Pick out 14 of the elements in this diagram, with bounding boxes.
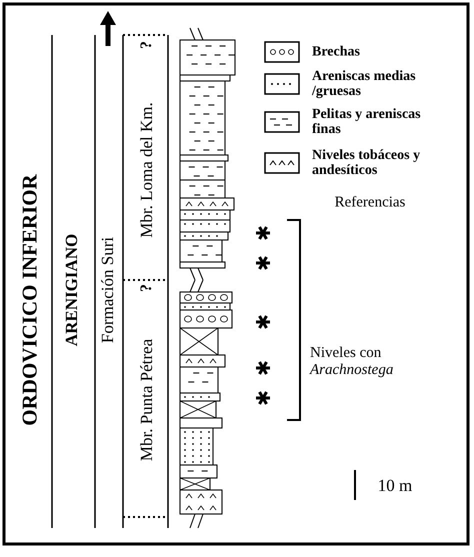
- member-label: Mbr. Punta Pétrea: [137, 338, 157, 462]
- period-label: ORDOVICICO INFERIOR: [18, 174, 42, 426]
- legend-title: Referencias: [334, 194, 406, 212]
- legend-label: Niveles tobáceos y andesíticos: [312, 148, 422, 178]
- legend-label: Areniscas medias /gruesas: [312, 69, 417, 99]
- legend-label: Brechas: [312, 44, 361, 60]
- annotation-text: Niveles con Arachnostega: [310, 345, 394, 379]
- member-label: Mbr. Loma del Km.: [137, 102, 157, 238]
- legend-label: Pelitas y areniscas finas: [312, 107, 422, 137]
- uncertainty-mark: ?: [138, 41, 156, 49]
- scale-label: 10 m: [378, 476, 412, 496]
- stage-label: ARENIGIANO: [62, 234, 82, 346]
- uncertainty-mark: ?: [138, 284, 156, 292]
- formation-label: Formación Suri: [98, 236, 118, 344]
